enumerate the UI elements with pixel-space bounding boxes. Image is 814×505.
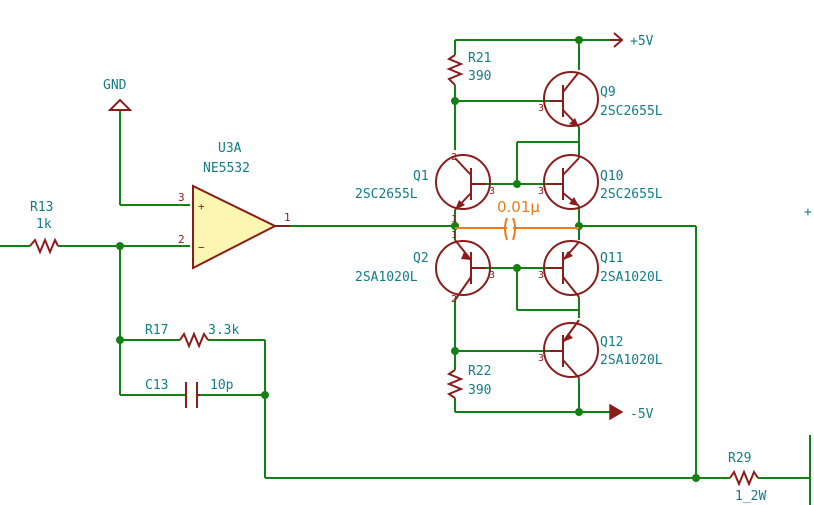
capacitor-c13: C13 10p [145, 378, 234, 408]
svg-text:3: 3 [489, 186, 495, 197]
r17-value: 3.3k [208, 323, 239, 338]
gnd-symbol: GND [103, 78, 133, 111]
r17-ref: R17 [145, 323, 168, 338]
annotation-text: 0.01μ [497, 198, 540, 216]
r22-value: 390 [468, 383, 491, 398]
q9-value: 2SC2655L [600, 104, 663, 119]
handwritten-capacitor-annotation: 0.01μ [455, 198, 579, 241]
q2-ref: Q2 [413, 251, 429, 266]
svg-text:3: 3 [538, 186, 544, 197]
vneg-label: -5V [630, 407, 654, 422]
opamp-minus-sign: − [198, 241, 205, 254]
q12-value: 2SA1020L [600, 353, 663, 368]
transistor-q1: 3 2 1 Q1 2SC2655L [355, 152, 495, 225]
edge-plus-label: + [804, 205, 812, 220]
q1-ref: Q1 [413, 169, 429, 184]
r21-ref: R21 [468, 51, 491, 66]
q1-value: 2SC2655L [355, 187, 418, 202]
wires [0, 39, 811, 505]
svg-text:1: 1 [451, 230, 457, 241]
opamp-u3a: U3A NE5532 3 2 1 + − [178, 141, 291, 270]
transistor-q12: 3 Q12 2SA1020L [538, 319, 663, 379]
q10-ref: Q10 [600, 169, 623, 184]
resistor-r21: R21 390 [446, 51, 491, 86]
opamp-plus-sign: + [198, 200, 205, 213]
opamp-pin-minus: 2 [178, 233, 185, 246]
power-flag-vpos: +5V [610, 32, 654, 49]
q11-ref: Q11 [600, 251, 623, 266]
transistor-q11: 3 Q11 2SA1020L [538, 240, 663, 298]
resistor-r22: R22 390 [446, 364, 491, 399]
svg-text:3: 3 [538, 270, 544, 281]
q10-value: 2SC2655L [600, 187, 663, 202]
transistor-q2: 3 1 2 Q2 2SA1020L [355, 230, 495, 305]
r21-value: 390 [468, 69, 491, 84]
svg-text:3: 3 [489, 270, 495, 281]
transistor-q10: 3 Q10 2SC2655L [538, 154, 663, 210]
opamp-pin-plus: 3 [178, 191, 185, 204]
c13-value: 10p [210, 378, 234, 393]
resistor-r29: R29 1_2W [728, 451, 766, 504]
power-flag-vneg: -5V [609, 403, 654, 422]
svg-text:2: 2 [451, 294, 457, 305]
r13-ref: R13 [30, 200, 53, 215]
svg-text:1: 1 [451, 214, 457, 225]
r29-ref: R29 [728, 451, 751, 466]
q11-value: 2SA1020L [600, 270, 663, 285]
transistor-q9: 3 Q9 2SC2655L [538, 71, 663, 128]
svg-text:3: 3 [538, 353, 544, 364]
resistor-r13: R13 1k [29, 200, 59, 255]
r29-value: 1_2W [735, 489, 766, 504]
r22-ref: R22 [468, 364, 491, 379]
opamp-value: NE5532 [203, 161, 250, 176]
q9-ref: Q9 [600, 85, 616, 100]
opamp-pin-out: 1 [284, 211, 291, 224]
q2-value: 2SA1020L [355, 270, 418, 285]
vpos-label: +5V [630, 34, 654, 49]
junction-dots [116, 36, 700, 482]
svg-text:2: 2 [451, 152, 457, 163]
gnd-label: GND [103, 78, 127, 93]
resistor-r17: R17 3.3k [145, 323, 239, 349]
q12-ref: Q12 [600, 335, 623, 350]
svg-text:3: 3 [538, 103, 544, 114]
opamp-ref: U3A [218, 141, 242, 156]
c13-ref: C13 [145, 378, 168, 393]
r13-value: 1k [36, 217, 52, 232]
